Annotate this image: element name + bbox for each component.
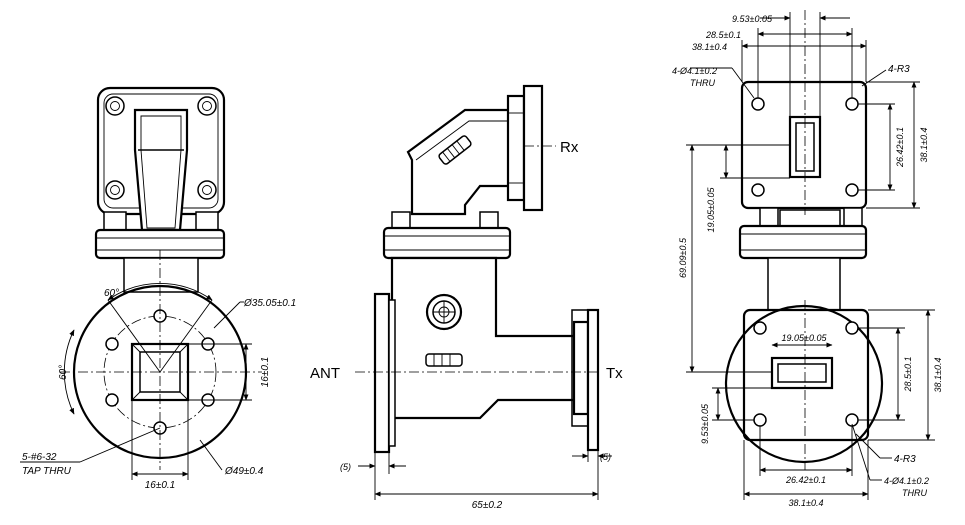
right-dim-side-19-05: 19.05±0.05	[706, 187, 716, 233]
right-hole-bot-2: THRU	[902, 488, 927, 498]
right-dim-side-26-42: 26.42±0.1	[895, 127, 905, 168]
right-bottom-flange	[742, 308, 870, 442]
middle-slot	[425, 353, 463, 367]
right-view: 9.53±0.05 28.5±0.1 38.1±0.4 4-Ø4.1±0.2 T…	[672, 10, 943, 508]
right-radius-top: 4-R3	[888, 64, 910, 75]
left-opening-w: 16±0.1	[145, 480, 176, 491]
middle-collar	[382, 226, 512, 260]
middle-length: 65±0.2	[472, 500, 503, 511]
middle-gap-left: (5)	[340, 462, 351, 472]
right-collar	[738, 224, 868, 260]
left-tap-line1: 5-#6-32	[22, 452, 57, 463]
right-dim-side-38-1-b: 38.1±0.4	[933, 358, 943, 393]
left-opening-h: 16±0.1	[260, 357, 271, 388]
middle-tx-flange	[572, 320, 590, 416]
middle-ant-flange	[373, 292, 391, 454]
right-dim-mid-19-05: 19.05±0.05	[782, 333, 828, 343]
middle-bend	[406, 108, 512, 216]
left-tap-line2: TAP THRU	[22, 466, 72, 477]
right-hole-top-1: 4-Ø4.1±0.2	[672, 66, 717, 76]
left-view: 60° 60° Ø35.05±0.1 Ø49±0.4 16±0.1 16±0.1…	[20, 86, 296, 491]
right-dim-top-9-53: 9.53±0.05	[732, 14, 773, 24]
right-dim-bottom-26-42: 26.42±0.1	[785, 475, 826, 485]
left-angle-left: 60°	[58, 365, 69, 380]
port-tx: Tx	[606, 365, 623, 382]
middle-view: Rx ANT Tx (5) (5) 65±0.2	[310, 84, 623, 511]
middle-gap-right: (5)	[600, 452, 611, 462]
left-angle-top: 60°	[104, 288, 119, 299]
right-dim-side-38-1: 38.1±0.4	[919, 128, 929, 163]
middle-rx-flange	[506, 94, 526, 202]
port-ant: ANT	[310, 365, 340, 382]
left-flange-dia: Ø49±0.4	[224, 466, 264, 477]
right-dim-top-38-1: 38.1±0.4	[692, 42, 727, 52]
right-radius-bottom: 4-R3	[894, 454, 916, 465]
right-hole-bot-1: 4-Ø4.1±0.2	[884, 476, 929, 486]
right-dim-top-28-5: 28.5±0.1	[705, 30, 741, 40]
left-top-bolts	[105, 96, 217, 200]
port-rx: Rx	[560, 139, 579, 156]
right-dim-side-69-09: 69.09±0.5	[678, 237, 688, 278]
middle-body	[390, 256, 576, 420]
right-dim-side-28-5: 28.5±0.1	[903, 357, 913, 393]
left-circle-dia: Ø35.05±0.1	[243, 298, 296, 309]
right-dim-bottom-38-1: 38.1±0.4	[789, 498, 824, 508]
right-hole-top-2: THRU	[690, 78, 715, 88]
right-dim-side-9-53: 9.53±0.05	[700, 403, 710, 444]
